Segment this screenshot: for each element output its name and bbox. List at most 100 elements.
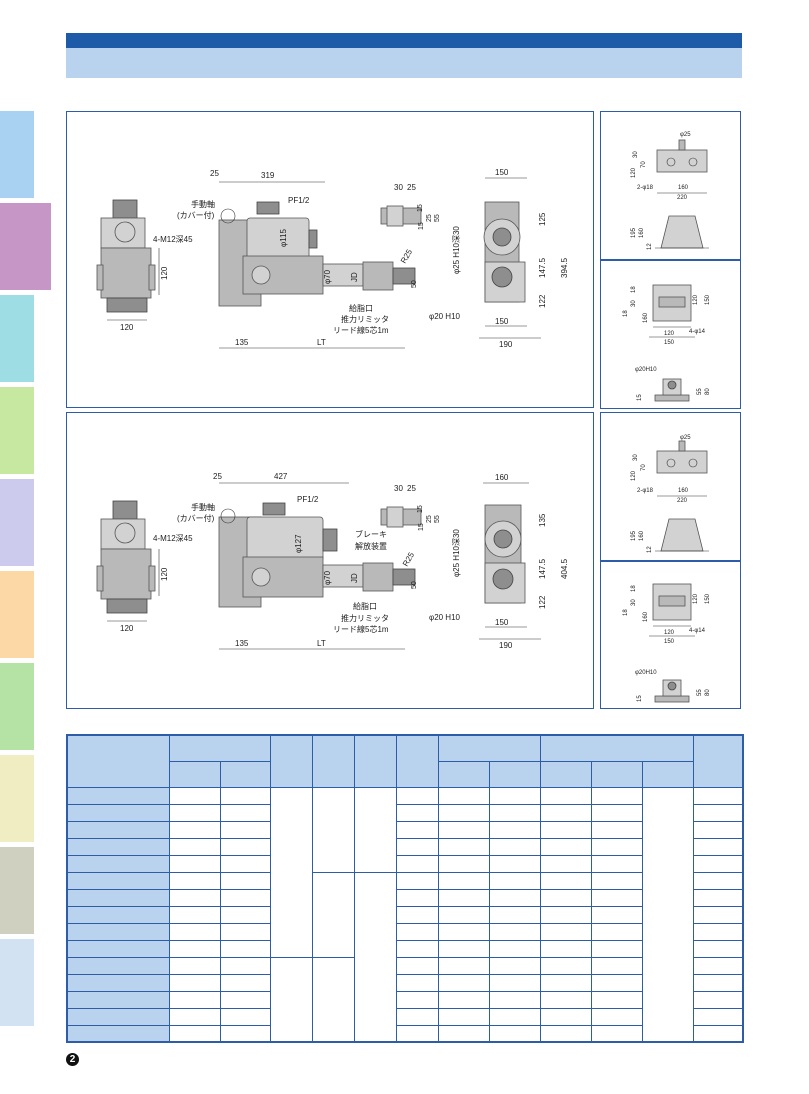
table-cell: [488, 922, 541, 941]
row-header-cell: [66, 990, 170, 1009]
dim-15-2: 15: [417, 505, 424, 513]
table-cell: [219, 888, 271, 907]
table-cell: [168, 854, 221, 873]
row-header-cell: [66, 939, 170, 958]
front-view-1: [218, 201, 416, 307]
table-cell: [219, 990, 271, 1009]
dim-25c: 25: [426, 214, 433, 222]
bracket-c-d220: 220: [677, 498, 688, 504]
bracket-panel-a: φ25 30 70 120 2-φ18 160 220 195 160 12: [600, 111, 741, 260]
side-tab-10[interactable]: [0, 939, 34, 1026]
side-tab-5[interactable]: [0, 479, 34, 566]
bracket-b-d18b: 18: [623, 310, 629, 317]
table-cell: [488, 837, 541, 856]
bracket-c-phi25: φ25: [680, 435, 691, 441]
table-cell: [395, 1007, 439, 1026]
header-cell-model: [66, 734, 170, 788]
dim-150-bottom: 150: [495, 317, 509, 326]
page-number-badge: 2: [66, 1053, 79, 1066]
phi70-label-2: φ70: [323, 570, 332, 585]
side-tab-9[interactable]: [0, 847, 34, 934]
table-cell: [539, 1024, 592, 1043]
side-tab-6[interactable]: [0, 571, 34, 658]
table-cell: [395, 905, 439, 924]
dim-147-2: 147.5: [538, 558, 547, 579]
bracket-c-d120: 120: [631, 470, 637, 481]
row-header-cell: [66, 786, 170, 805]
side-tab-1[interactable]: [0, 111, 34, 198]
table-cell: [168, 922, 221, 941]
bracket-a-d12: 12: [647, 243, 653, 250]
table-cell: [395, 837, 439, 856]
table-row: [66, 973, 744, 992]
table-cell: [692, 1024, 744, 1043]
bracket-c-d195: 195: [631, 530, 637, 541]
side-tab-3[interactable]: [0, 295, 34, 382]
row-header-cell: [66, 854, 170, 873]
table-cell: [590, 905, 643, 924]
brake-label-2: 解放装置: [355, 541, 387, 551]
table-cell: [590, 854, 643, 873]
table-row: [66, 837, 744, 856]
clevis-detail-1: [380, 205, 422, 227]
dim-25-top-2: 25: [213, 472, 222, 481]
side-tab-8[interactable]: [0, 755, 34, 842]
phi70-label: φ70: [323, 269, 332, 284]
merged-cell-c2: [269, 956, 313, 1043]
table-cell: [395, 922, 439, 941]
row-header-cell: [66, 973, 170, 992]
table-cell: [539, 837, 592, 856]
dim-319: 319: [261, 171, 275, 180]
merged-cell-k: [641, 786, 694, 1043]
table-cell: [168, 939, 221, 958]
dim-25-top: 25: [210, 169, 219, 178]
table-cell: [168, 1007, 221, 1026]
row-header-cell: [66, 803, 170, 822]
dim-50: 50: [411, 280, 418, 288]
table-cell: [590, 973, 643, 992]
bracket-d-hole: φ20H10: [635, 670, 657, 676]
bracket-d-holes: 4-φ14: [689, 628, 706, 634]
merged-cell-d3: [311, 956, 355, 1043]
bracket-b-holes: 4-φ14: [689, 329, 706, 335]
dim-30: 30: [394, 183, 403, 192]
table-cell: [395, 973, 439, 992]
table-cell: [437, 1024, 490, 1043]
table-cell: [219, 956, 271, 975]
bore-label: φ25 H10深30: [452, 226, 461, 274]
dim-190-2: 190: [499, 641, 513, 650]
bracket-a-d70: 70: [641, 161, 647, 168]
dim-30-2: 30: [394, 484, 403, 493]
bracket-d-d55: 55: [697, 689, 703, 696]
table-cell: [692, 956, 744, 975]
table-cell: [219, 837, 271, 856]
header-cell-e: [353, 734, 397, 788]
actuator-drawing-2: 手動軸 (カバー付) 4-M12深45 120 120 25 427 PF1/2…: [96, 472, 569, 650]
side-tab-4[interactable]: [0, 387, 34, 474]
bracket-c-d12: 12: [647, 546, 653, 553]
table-row: [66, 956, 744, 1043]
bracket-b-d120: 120: [693, 294, 699, 305]
table-cell: [219, 905, 271, 924]
bracket-b-d30: 30: [631, 300, 637, 307]
bracket-a-d30: 30: [633, 151, 639, 158]
clevis-detail-2: [380, 506, 422, 528]
table-cell: [539, 871, 592, 890]
table-row: [66, 922, 744, 941]
bracket-c-d70: 70: [641, 464, 647, 471]
side-tab-2-active[interactable]: [0, 203, 51, 290]
dim-122: 122: [538, 294, 547, 308]
side-tab-7[interactable]: [0, 663, 34, 750]
grease-label-2: 給脂口: [353, 601, 377, 611]
table-row: [66, 820, 744, 839]
phi127-label: φ127: [294, 534, 303, 553]
table-cell: [219, 1024, 271, 1043]
table-cell: [488, 854, 541, 873]
bore-label-2: φ25 H10深30: [452, 529, 461, 577]
table-cell: [692, 922, 744, 941]
table-cell: [488, 905, 541, 924]
merged-cell-e1: [353, 786, 397, 873]
bracket-d-d150: 150: [705, 593, 711, 604]
table-row: [66, 888, 744, 907]
table-cell: [168, 803, 221, 822]
